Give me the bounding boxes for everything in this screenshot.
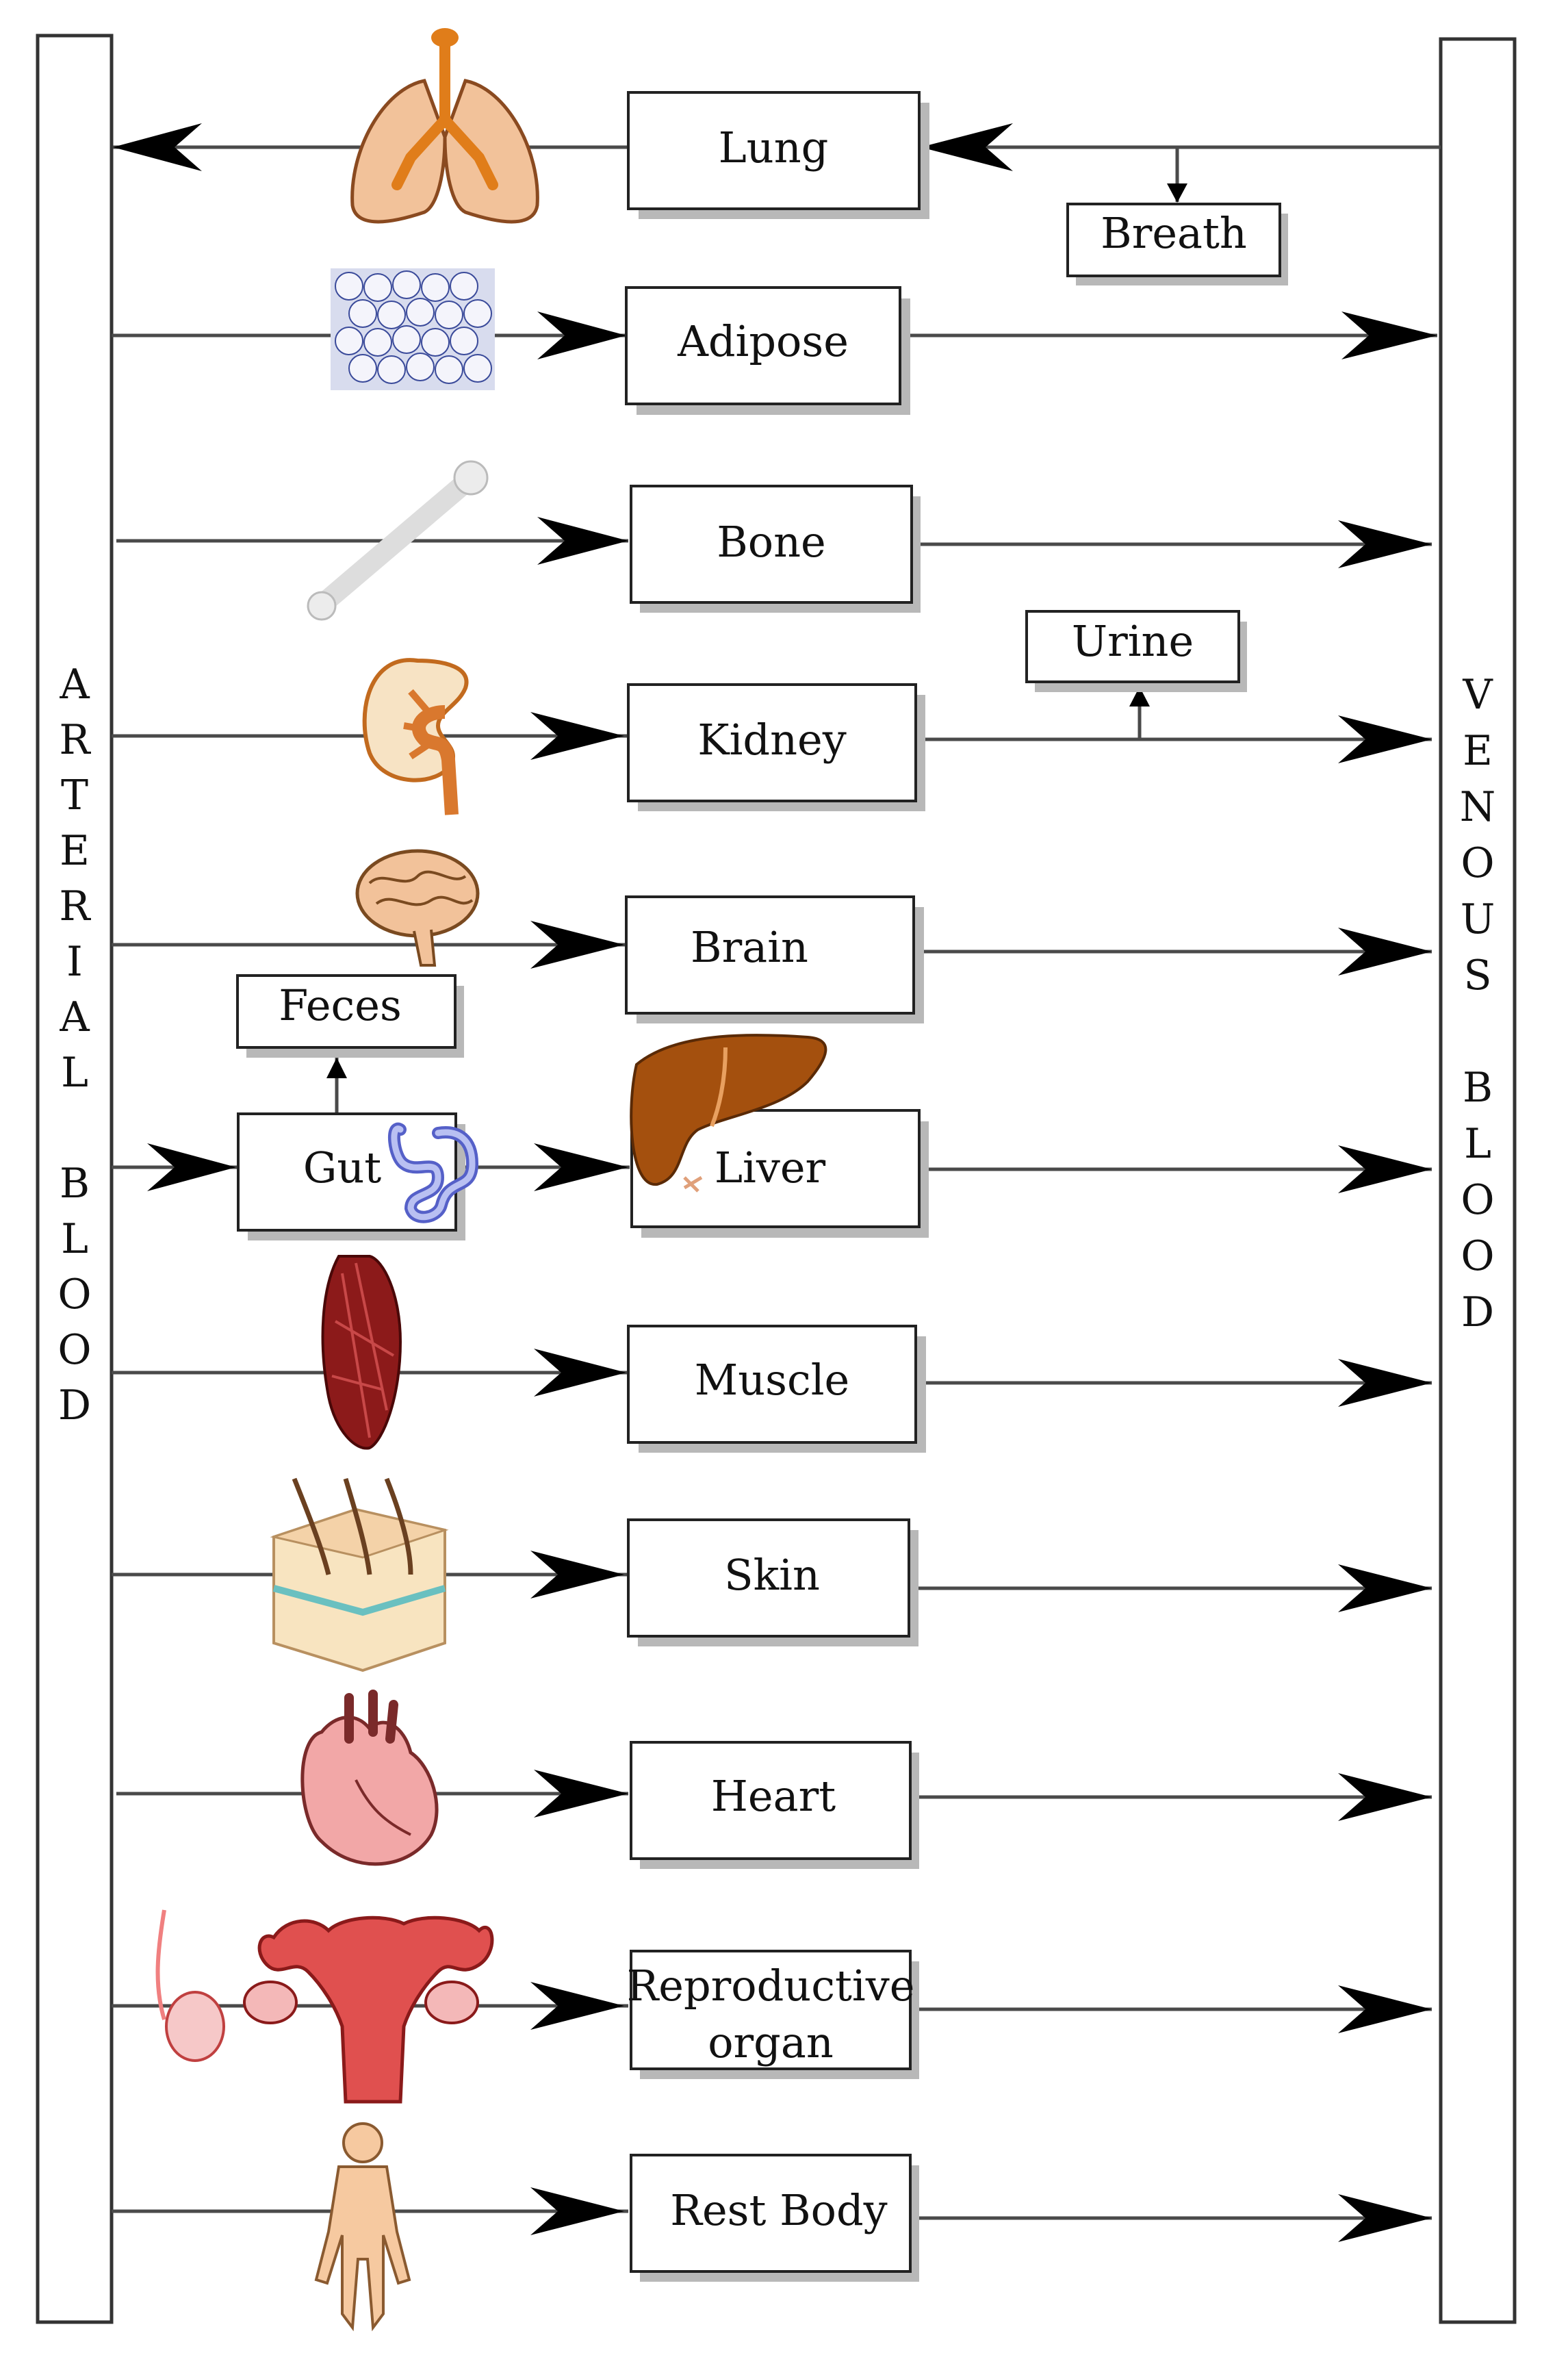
lung-label: Lung	[719, 123, 829, 173]
kidney-box: Kidney	[627, 683, 925, 811]
lung-box: Lung	[627, 91, 929, 219]
brain-box: Brain	[625, 895, 924, 1023]
lungs-icon	[350, 28, 539, 224]
muscle-row: Muscle	[112, 1255, 1432, 1453]
skin-icon	[270, 1477, 449, 1672]
heart-row: Heart	[116, 1690, 1432, 1869]
arrow-into-arterial	[113, 123, 202, 171]
reproductive-organ-box: Reproductive organ	[627, 1950, 919, 2079]
skin-box: Skin	[627, 1518, 918, 1646]
rest-body-label: Rest Body	[670, 2185, 887, 2235]
adipose-box: Adipose	[625, 286, 910, 415]
kidney-label: Kidney	[697, 715, 846, 765]
reproductive-label-line1: Reproductive	[627, 1961, 915, 2011]
human-body-icon	[314, 2122, 411, 2332]
muscle-icon	[321, 1255, 402, 1450]
heart-box: Heart	[630, 1741, 919, 1869]
bone-icon	[307, 460, 489, 621]
lung-row: Lung Breath	[113, 28, 1441, 285]
skin-row: Skin	[112, 1477, 1432, 1672]
heart-label: Heart	[711, 1771, 836, 1821]
brain-row: Brain	[112, 849, 1432, 1023]
adipose-row: Adipose	[112, 268, 1437, 415]
brain-label: Brain	[691, 922, 808, 972]
gut-liver-row: Feces Gut Liver	[112, 974, 1432, 1240]
brain-icon	[355, 849, 480, 967]
muscle-label: Muscle	[695, 1355, 849, 1405]
heart-icon	[300, 1690, 439, 1866]
feces-box: Feces	[236, 974, 464, 1058]
arrow-to-breath	[1167, 183, 1187, 203]
bone-row: Bone	[116, 460, 1432, 621]
reproductive-organ-icon	[155, 1909, 494, 2104]
muscle-box: Muscle	[627, 1325, 926, 1453]
arrow-into-lung	[921, 123, 1013, 171]
gut-label: Gut	[303, 1143, 381, 1193]
skin-label: Skin	[724, 1550, 820, 1600]
intestine-icon	[387, 1122, 479, 1223]
liver-icon	[630, 1033, 827, 1193]
rest-body-row: Rest Body	[112, 2122, 1432, 2332]
rest-body-box: Rest Body	[630, 2154, 919, 2282]
urine-box: Urine	[1025, 610, 1247, 692]
breath-label: Breath	[1101, 208, 1247, 258]
breath-box: Breath	[1066, 203, 1288, 285]
reproductive-label-line2: organ	[708, 2017, 834, 2067]
feces-label: Feces	[279, 980, 402, 1030]
adipose-tissue-icon	[331, 268, 495, 390]
urine-label: Urine	[1072, 616, 1194, 666]
kidney-row: Kidney Urine	[112, 610, 1432, 815]
liver-label: Liver	[715, 1143, 826, 1193]
bone-label: Bone	[717, 517, 826, 567]
adipose-label: Adipose	[677, 316, 849, 366]
arrow-to-feces	[326, 1058, 347, 1078]
kidney-icon	[362, 658, 469, 815]
bone-box: Bone	[630, 485, 921, 613]
reproductive-row: Reproductive organ	[112, 1909, 1432, 2104]
arrow-to-urine	[1129, 687, 1150, 706]
